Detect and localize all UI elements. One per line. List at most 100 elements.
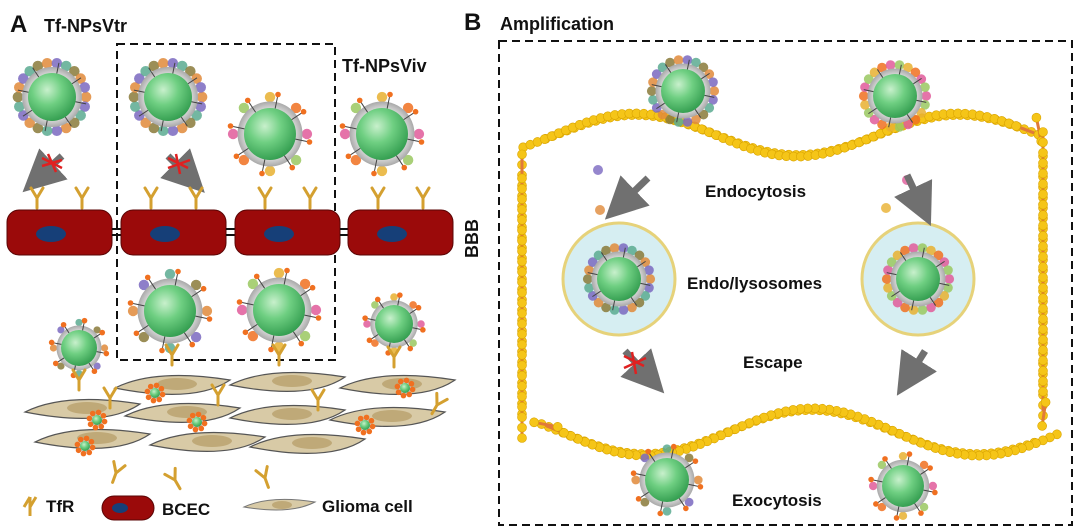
peg-linker [886,272,897,276]
legend: TfR BCEC Glioma cell [22,495,413,521]
lipid-head-inner [1038,220,1048,231]
protein-corona-blob [157,125,169,137]
transferrin-ligand [83,435,90,442]
transferrin-ligand [158,385,165,392]
protein-corona-blob [651,69,662,79]
protein-corona-blob [69,117,80,129]
lipid-head-inner [1038,147,1048,158]
transferrin-ligand [356,97,363,104]
lipid-tail [1040,403,1047,425]
protein-corona-blob [41,57,53,69]
panel-b-nanoparticles [582,55,955,521]
protein-corona-blob [57,326,65,334]
lipid-head-inner [517,246,527,256]
protein-corona-blob [14,101,25,112]
transferrin-ligand [100,412,107,419]
protein-corona-blob [148,122,160,134]
transferrin-ligand [415,304,422,311]
nanoparticle [630,443,704,517]
protein-corona-blob [601,302,611,313]
protein-corona-blob [339,128,351,140]
protein-corona-blob [631,475,641,485]
protein-corona-blob [190,279,202,291]
protein-corona-blob [134,73,145,84]
protein-corona-blob [665,114,675,125]
protein-corona-blob [24,65,35,77]
transferrin-ligand [268,346,274,353]
protein-corona-blob [684,497,694,507]
nanoparticle [128,57,208,137]
transferrin-ligand [195,411,202,418]
transferrin-ligand [259,170,265,177]
transferrin-ligand [52,360,59,367]
protein-corona-blob [363,320,371,328]
lipid-head-outer [1037,421,1047,431]
tfr-receptor [164,343,180,367]
peg-linker [640,282,651,286]
transferrin-ligand [127,300,134,306]
escape-arrow-left [620,348,665,394]
peg-linker [685,461,694,469]
protein-corona-blob [943,265,953,276]
protein-corona-blob [413,128,425,140]
protein-corona-blob [939,291,950,301]
transferrin-ligand [873,501,879,507]
transferrin-ligand [395,389,402,396]
tfr-receptor-icon [163,466,182,491]
protein-corona-blob [236,304,248,316]
peg-linker [283,272,287,285]
peg-linker [664,64,672,73]
highlight-box [116,43,336,361]
glioma-nucleus [292,437,332,449]
peg-linker [304,314,317,318]
transferrin-ligand [339,123,346,129]
peg-linker [891,290,900,298]
transferrin-ligand [362,315,368,321]
protein-corona-blob [24,117,35,129]
peg-linker [637,260,646,268]
lipid-head-inner [1038,366,1048,376]
peg-linker [360,102,369,113]
transferrin-ligand [692,458,699,464]
transferrin-ligand [189,412,196,419]
transferrin-ligand [394,383,401,390]
protein-corona-blob [869,67,880,78]
transferrin-ligand [175,268,181,275]
lipid-head-inner [1031,112,1042,123]
peg-linker [344,126,357,130]
transferrin-ligand [87,421,94,428]
peg-linker [403,112,414,121]
transferrin-ligand [284,267,290,274]
protein-corona-blob [140,117,151,129]
peg-linker [409,308,418,314]
protein-corona-blob [920,99,930,110]
protein-corona-blob [227,128,239,140]
protein-corona-blob [917,305,928,315]
transferrin-ligand [363,414,370,421]
transferrin-ligand [366,337,373,344]
peg-linker [300,288,311,297]
legend-tfr: TfR [22,496,74,516]
transferrin-ligand [198,425,205,432]
protein-corona-blob [601,245,611,256]
protein-corona-blob [164,268,176,280]
tfr-receptor-icon [188,186,204,210]
transferrin-ligand [408,380,415,387]
protein-corona-blob [886,257,897,267]
transferrin-ligand [357,415,364,422]
protein-corona-blob [898,511,908,521]
nanoparticle [858,60,932,132]
peg-linker [241,302,254,306]
peg-linker [670,448,674,459]
protein-corona-blob [582,274,593,284]
tfr-receptor [143,186,159,210]
peg-linker [888,117,892,128]
transferrin-ligand [397,378,404,385]
lipid-head-inner [517,381,527,391]
lipid-head-inner [517,183,527,194]
transferrin-ligand [670,443,677,450]
peg-linker [88,362,94,371]
tf-nps-vtr-label: Tf-NPsVtr [44,16,127,36]
lipid-head-inner [1038,179,1048,189]
lipid-head-inner [517,308,527,319]
